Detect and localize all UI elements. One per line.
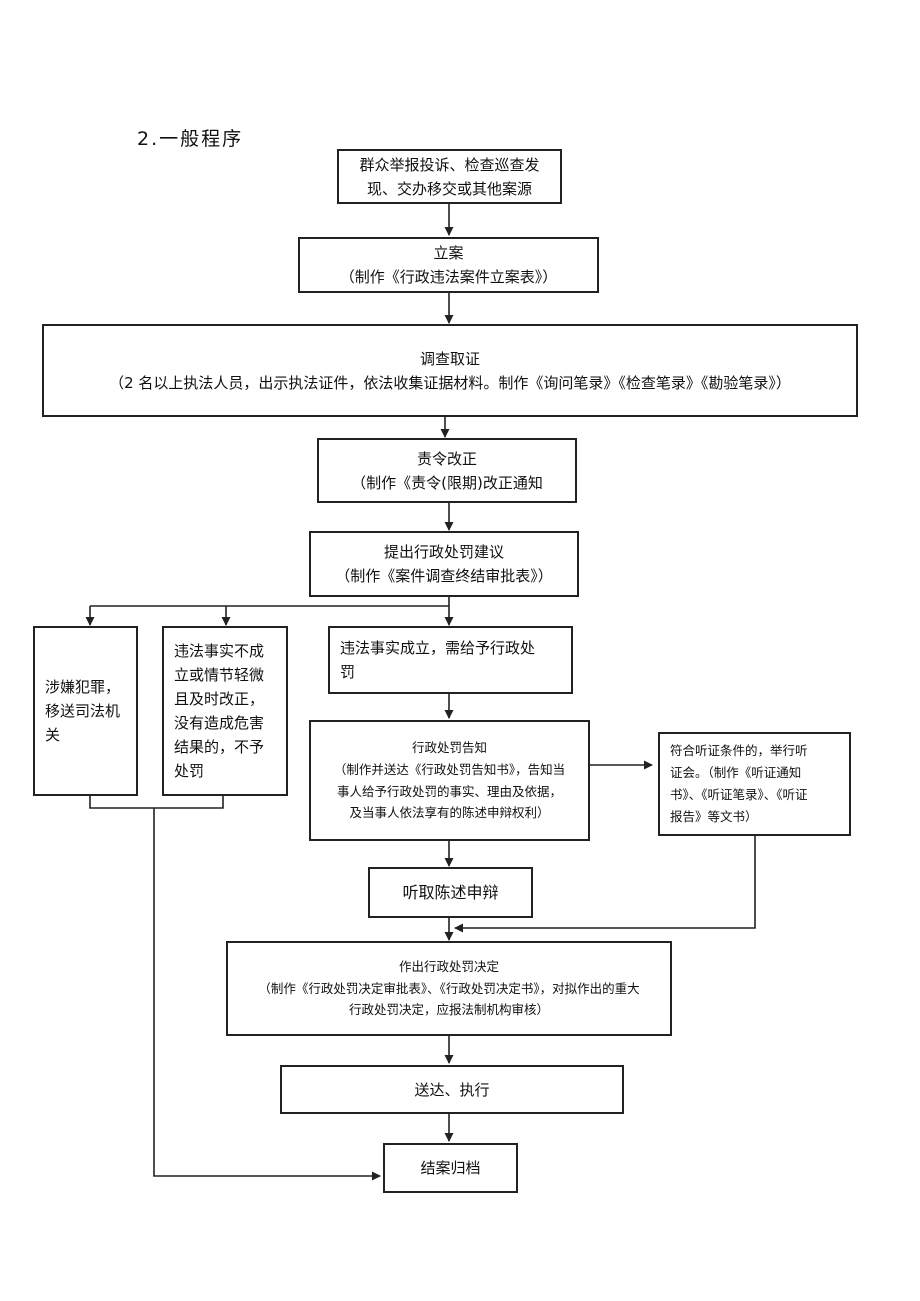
bracket-left-branches: [89, 796, 224, 809]
node-penalty-needed: 违法事实成立，需给予行政处 罚: [328, 626, 573, 694]
hearing-line-1: 符合听证条件的，举行听: [670, 743, 808, 759]
notice-line-2: 事人给予行政处罚的事实、理由及依据，: [336, 783, 562, 799]
no-penalty-line-2: 立或情节轻微: [174, 666, 265, 684]
connector-left-to-archive: [153, 808, 381, 1181]
crime-line-2: 移送司法机: [45, 702, 121, 720]
proposal-detail: （制作《案件调查终结审批表》）: [335, 567, 553, 585]
node-archive: 结案归档: [383, 1143, 518, 1193]
investigation-detail: （2 名以上执法人员，出示执法证件，依法收集证据材料。制作《询问笔录》《检查笔录…: [109, 373, 791, 392]
node-defense: 听取陈述申辩: [368, 867, 533, 918]
node-crime-transfer: 涉嫌犯罪， 移送司法机 关: [33, 626, 138, 796]
no-penalty-line-3: 且及时改正，: [174, 690, 265, 708]
archive-title: 结案归档: [420, 1159, 481, 1177]
decision-line-2: 行政处罚决定，应报法制机构审核）: [348, 1002, 549, 1018]
crime-line-1: 涉嫌犯罪，: [45, 678, 121, 696]
node-no-penalty: 违法事实不成 立或情节轻微 且及时改正， 没有造成危害 结果的，不予 处罚: [162, 626, 288, 796]
delivery-title: 送达、执行: [414, 1080, 490, 1099]
node-investigation: 调查取证 （2 名以上执法人员，出示执法证件，依法收集证据材料。制作《询问笔录》…: [42, 324, 858, 417]
source-line-1: 群众举报投诉、检查巡查发: [359, 155, 540, 174]
proposal-title: 提出行政处罚建议: [383, 543, 504, 561]
rectify-detail: （制作《责令(限期)改正通知: [351, 473, 543, 492]
no-penalty-line-1: 违法事实不成: [174, 642, 265, 660]
node-penalty-notice: 行政处罚告知 （制作并送达《行政处罚告知书》，告知当 事人给予行政处罚的事实、理…: [309, 720, 590, 841]
node-hearing: 符合听证条件的，举行听 证会。（制作《听证通知 书》、《听证笔录》、《听证 报告…: [658, 732, 851, 836]
investigation-title: 调查取证: [419, 349, 480, 368]
penalty-needed-line-2: 罚: [340, 663, 356, 681]
notice-title: 行政处罚告知: [411, 739, 487, 755]
hearing-line-4: 报告》等文书）: [670, 808, 758, 824]
filing-detail: （制作《行政违法案件立案表》）: [339, 268, 558, 286]
no-penalty-line-4: 没有造成危害: [174, 714, 265, 732]
node-case-source: 群众举报投诉、检查巡查发 现、交办移交或其他案源: [337, 149, 562, 204]
no-penalty-line-6: 处罚: [174, 762, 205, 780]
connector-hearing-to-decision: [454, 836, 756, 933]
no-penalty-line-5: 结果的，不予: [174, 738, 265, 756]
hearing-line-3: 书》、《听证笔录》、《听证: [670, 787, 808, 802]
page-title: 2.一般程序: [137, 128, 244, 150]
filing-title: 立案: [433, 244, 464, 262]
notice-line-3: 及当事人依法享有的陈述申辩权利）: [349, 805, 550, 821]
rectify-title: 责令改正: [416, 449, 477, 468]
defense-title: 听取陈述申辩: [402, 882, 499, 902]
penalty-needed-line-1: 违法事实成立，需给予行政处: [340, 639, 536, 657]
notice-line-1: （制作并送达《行政处罚告知书》，告知当: [333, 761, 566, 777]
node-filing: 立案 （制作《行政违法案件立案表》）: [298, 237, 599, 293]
source-line-2: 现、交办移交或其他案源: [366, 179, 532, 198]
node-proposal: 提出行政处罚建议 （制作《案件调查终结审批表》）: [309, 531, 579, 597]
crime-line-3: 关: [45, 726, 61, 744]
node-delivery: 送达、执行: [280, 1065, 624, 1114]
decision-title: 作出行政处罚决定: [398, 958, 499, 974]
decision-line-1: （制作《行政处罚决定审批表》、《行政处罚决定书》，对拟作出的重大: [258, 980, 640, 996]
node-penalty-decision: 作出行政处罚决定 （制作《行政处罚决定审批表》、《行政处罚决定书》，对拟作出的重…: [226, 941, 672, 1036]
node-rectify: 责令改正 （制作《责令(限期)改正通知: [317, 438, 577, 503]
hearing-line-2: 证会。（制作《听证通知: [670, 765, 802, 781]
